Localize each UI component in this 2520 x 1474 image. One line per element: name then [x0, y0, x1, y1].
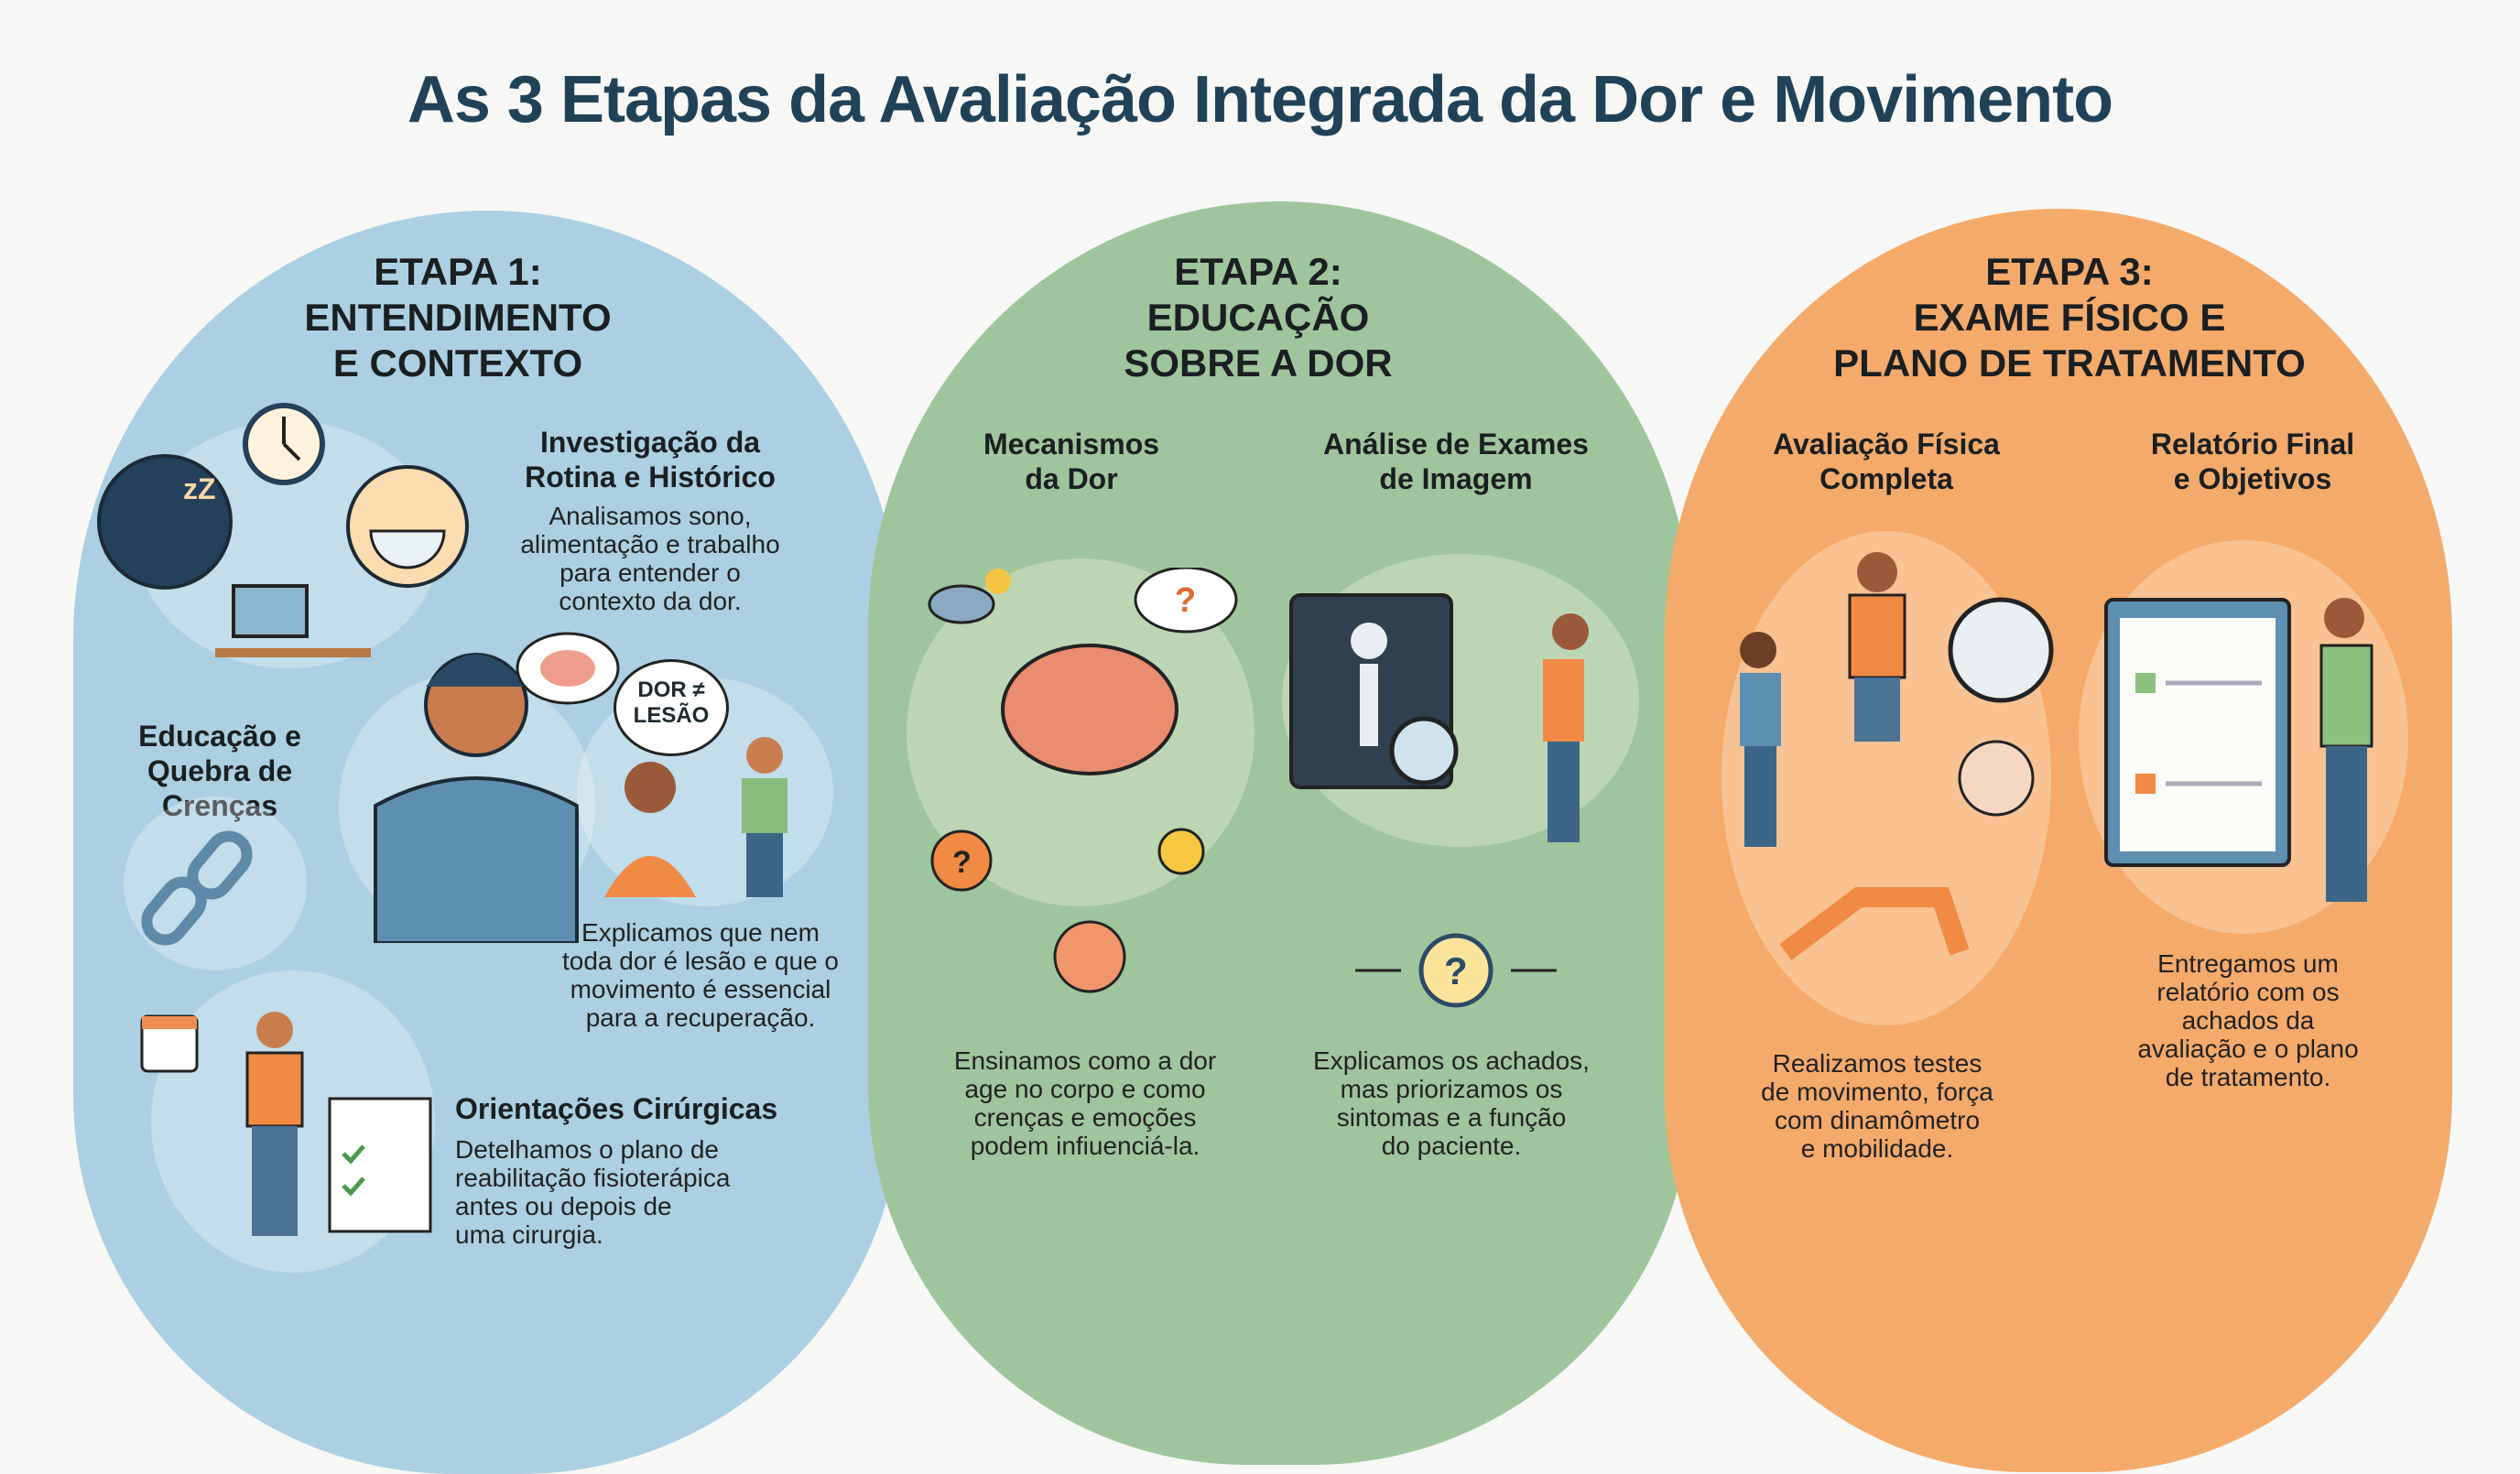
broken-chain-icon — [141, 830, 253, 946]
surgery-title: Orientações Cirúrgicas — [455, 1092, 778, 1125]
final-report-title: Relatório Final e Objetivos — [2150, 428, 2355, 495]
magnifier-icon — [1389, 716, 1459, 786]
dynamometer-icon — [1948, 597, 2054, 703]
routine-title: Investigação da Rotina e Histórico — [525, 426, 776, 493]
computer-icon — [232, 584, 309, 638]
speech-bubble-text: DOR ≠ LESÃO — [633, 677, 710, 728]
stage-1-heading: ETAPA 1: ENTENDIMENTO E CONTEXTO — [304, 250, 612, 385]
imaging-text: Explicamos os achados, mas priorizamos o… — [1313, 1046, 1590, 1160]
beliefs-text: Explicamos que nem toda dor é lesão e qu… — [561, 918, 839, 1032]
pain-mechanisms-title: Mecanismos da Dor — [983, 428, 1160, 495]
lightbulb-icon — [1157, 828, 1205, 875]
grip-icon — [1958, 740, 2035, 817]
routine-text: Analisamos sono, alimentação e trabalho … — [520, 502, 780, 615]
physical-exam-title: Avaliação Física Completa — [1773, 428, 2000, 495]
pain-mechanisms-text: Ensinamos como a dor age no corpo e como… — [953, 1046, 1217, 1160]
patient-therapist-illustration — [604, 737, 788, 897]
final-report-text: Entregamos um relatório com os achados d… — [2137, 949, 2359, 1091]
question-badge-icon: ? — [1355, 933, 1557, 1008]
pain-mechanisms-illustration: ? ? — [928, 568, 1238, 993]
beliefs-title: Educação e Quebra de Crenças — [138, 720, 301, 822]
plank-exercise-icon — [1779, 887, 1970, 960]
checklist-icon — [328, 1097, 432, 1233]
imaging-title: Análise de Exames de Imagem — [1323, 428, 1589, 495]
confused-head-icon — [930, 829, 993, 892]
page-title: As 3 Etapas da Avaliação Integrada da Do… — [407, 63, 2113, 136]
desk-icon — [215, 648, 371, 657]
svg-text:?: ? — [1444, 949, 1468, 992]
stage-3-panel — [1665, 209, 2452, 1472]
body-pain-icon — [1053, 920, 1126, 993]
physical-exam-text: Realizamos testes de movimento, força co… — [1761, 1049, 1993, 1163]
meal-icon — [346, 465, 469, 588]
surgery-illustration — [140, 1012, 432, 1236]
surgery-text: Detelhamos o plano de reabilitação fisio… — [455, 1135, 731, 1249]
stage-2-heading: ETAPA 2: EDUCAÇÃO SOBRE A DOR — [1124, 250, 1393, 385]
speech-bubble — [614, 659, 729, 756]
report-illustration — [2104, 598, 2373, 902]
stage-3-heading: ETAPA 3: EXAME FÍSICO E PLANO DE TRATAME… — [1833, 250, 2306, 385]
imaging-illustration — [1289, 593, 1589, 842]
svg-text:?: ? — [1175, 581, 1196, 620]
svg-text:zZ: zZ — [183, 472, 216, 505]
sleep-icon — [97, 454, 233, 590]
cloud-icon — [928, 584, 995, 624]
physical-exam-illustration — [1740, 552, 2054, 960]
thinking-man-illustration — [374, 653, 579, 943]
sun-icon — [985, 569, 1011, 594]
svg-text:?: ? — [952, 845, 972, 880]
brain-thought-bubble-icon — [516, 632, 620, 705]
brain-icon — [1001, 644, 1179, 775]
routine-icons: zZ — [97, 403, 469, 657]
question-bubble-icon — [1134, 568, 1238, 634]
